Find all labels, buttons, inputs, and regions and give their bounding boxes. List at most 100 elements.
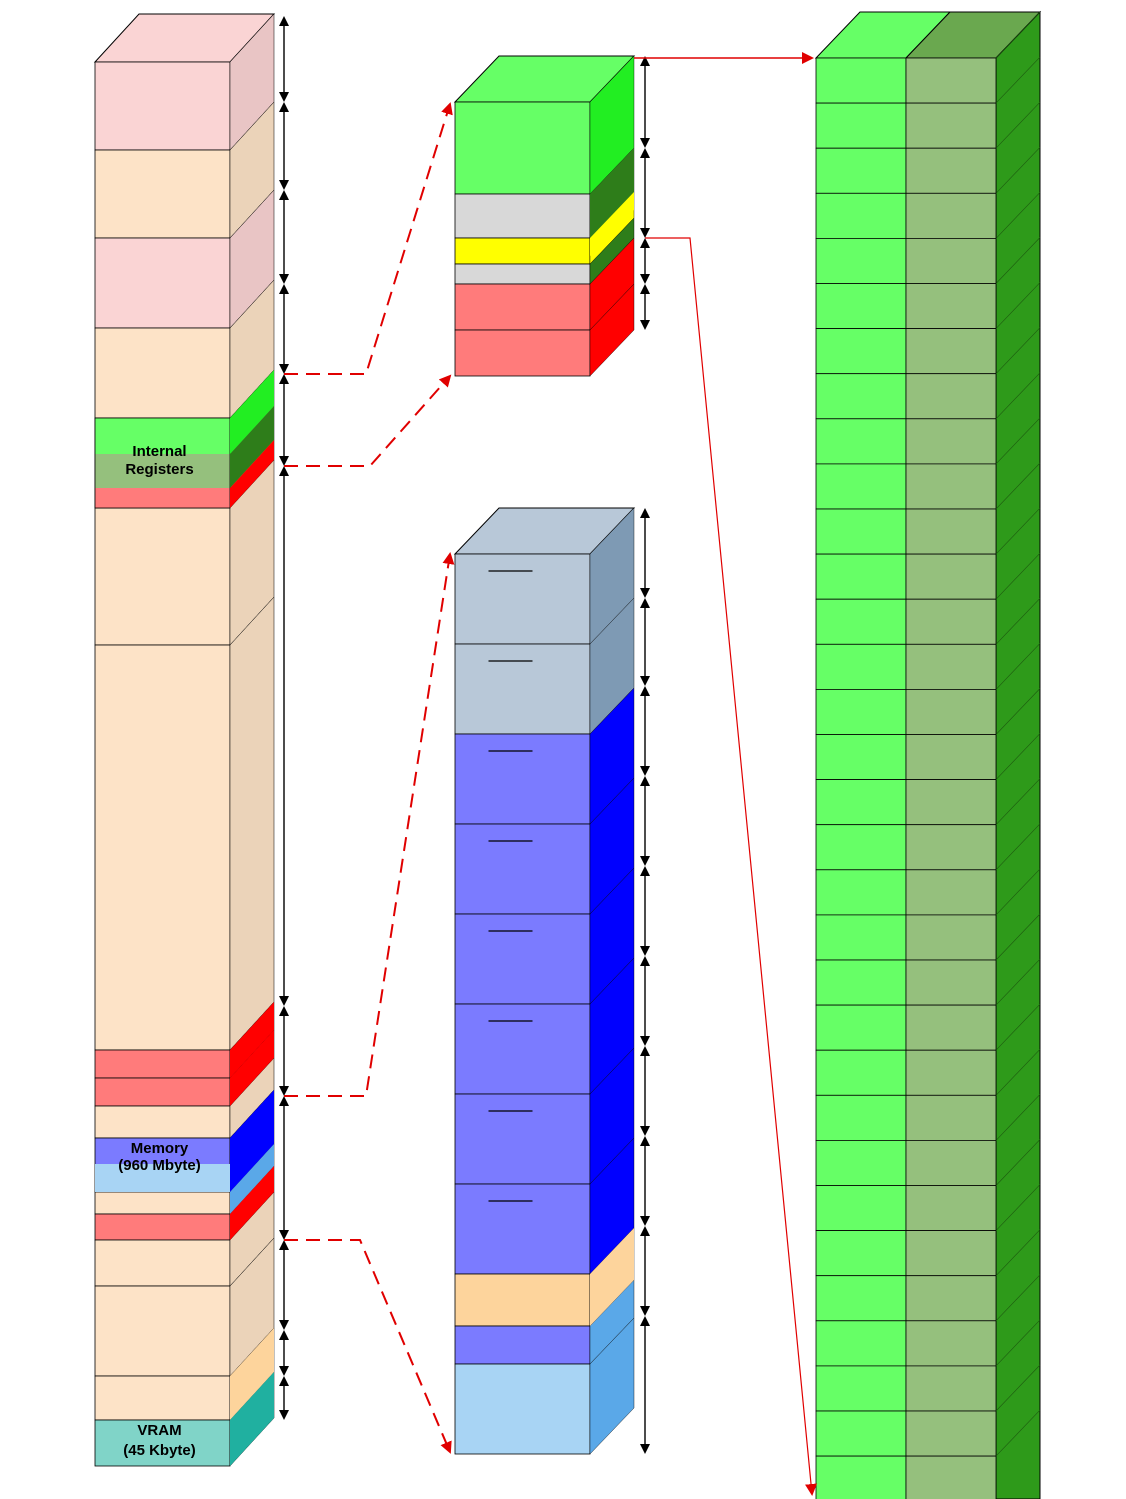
aipi2-cell (905, 1094, 997, 1141)
col2-side-yellow (590, 192, 634, 256)
aipi2-cell (905, 373, 997, 420)
col1-block (94, 1239, 231, 1287)
arrow-down-icon (279, 996, 289, 1006)
side-divider (995, 778, 1041, 825)
arrow-up-icon (279, 102, 289, 112)
side-divider (995, 56, 1041, 104)
aipi2-cell (905, 1185, 997, 1231)
aipi1-cell (815, 914, 907, 961)
arrow-down-icon (640, 1216, 650, 1226)
arrow-down-icon (640, 856, 650, 866)
col3-block (454, 1325, 591, 1365)
col1-block-label-line1: VRAM (137, 1422, 181, 1439)
side-divider (995, 868, 1041, 916)
arrow-down-icon (640, 766, 650, 776)
aipi1-cell (815, 1230, 907, 1277)
aipi1-cell (815, 598, 907, 645)
aipi2-cell (905, 508, 997, 555)
col1-block-aitc-part (95, 488, 230, 508)
col1-block-label-line2: (960 Mbyte) (118, 1157, 201, 1174)
arrow-up-icon (279, 1240, 289, 1250)
aipi2-cell (905, 959, 997, 1006)
aipi2-cell (905, 1410, 997, 1457)
aipi1-cell (815, 418, 907, 465)
aipi1-cell (815, 1365, 907, 1412)
col1-block-aipi2-part (95, 454, 230, 488)
aipi2-cell (905, 598, 997, 645)
link-memory-bottom (284, 1239, 452, 1454)
col1-block (94, 1419, 231, 1467)
col3-block (454, 1273, 591, 1327)
side-divider (995, 733, 1041, 780)
aipi1-cell (815, 824, 907, 871)
side-divider (995, 192, 1041, 239)
arrow-down-icon (279, 1366, 289, 1376)
arrow-down-icon (279, 1086, 289, 1096)
col1-block (94, 1285, 231, 1377)
col1-side-teal (230, 1372, 274, 1466)
arrow-down-icon (640, 1126, 650, 1136)
side-divider (995, 823, 1041, 871)
arrow-up-icon (279, 284, 289, 294)
arrow-up-icon (640, 1136, 650, 1146)
side-divider (995, 101, 1041, 149)
aipi2-cell (905, 283, 997, 329)
aipi2-cell (905, 102, 997, 149)
col1-side-darkgreen (230, 406, 274, 488)
aipi2-cell (905, 689, 997, 735)
side-divider (995, 1184, 1041, 1231)
arrow-down-icon (640, 1036, 650, 1046)
col1-block-lightblue (95, 1164, 230, 1192)
side-divider (995, 237, 1041, 284)
arrow-up-icon (640, 238, 650, 248)
col1-block (94, 149, 231, 239)
aipi1-cell (815, 1320, 907, 1367)
aipi2-cell (905, 418, 997, 465)
aipi1-cell (815, 373, 907, 420)
col3-block (454, 1183, 591, 1275)
arrow-up-icon (640, 56, 650, 66)
side-divider (995, 11, 1041, 59)
col3-block (454, 1093, 591, 1185)
aipi2-cell (905, 1320, 997, 1367)
col3-side-face (589, 1317, 635, 1455)
arrow-up-icon (640, 866, 650, 876)
arrow-down-icon (279, 92, 289, 102)
arrow-down-icon (279, 180, 289, 190)
col2-block (454, 329, 591, 377)
col4-side-face (995, 10, 1041, 1499)
col1-side-lightblue (230, 1144, 274, 1214)
aipi2-cell (905, 1455, 997, 1499)
arrow-down-icon (640, 1444, 650, 1454)
aipi2-cell (905, 463, 997, 510)
side-divider (995, 372, 1041, 420)
side-divider (995, 643, 1041, 690)
aipi1-cell (815, 102, 907, 149)
aipi2-cell (905, 1275, 997, 1322)
aipi1-cell (815, 283, 907, 329)
col3-block (454, 913, 591, 1005)
side-divider (995, 1094, 1041, 1141)
side-divider (995, 1274, 1041, 1322)
side-divider (995, 507, 1041, 555)
link-internal-top (284, 102, 453, 375)
col1-side-red-ata (230, 1030, 274, 1106)
arrow-down-icon (279, 456, 289, 466)
col1-block (94, 1105, 231, 1139)
arrow-up-icon (640, 508, 650, 518)
col1-block-label-line2: Registers (125, 461, 193, 478)
side-divider (995, 598, 1041, 645)
arrow-down-icon (640, 1306, 650, 1316)
aipi2-cell (905, 328, 997, 375)
arrow-up-icon (640, 1046, 650, 1056)
aipi1-cell (815, 734, 907, 780)
col1-side-red-emi (230, 1166, 274, 1240)
arrow-up-icon (279, 1096, 289, 1106)
side-divider (995, 958, 1041, 1006)
col1-side-face (229, 596, 275, 1051)
col1-side-red (230, 440, 274, 508)
side-divider (995, 1003, 1041, 1051)
aipi2-cell (905, 1004, 997, 1051)
arrow-down-icon (640, 676, 650, 686)
arrow-up-icon (640, 1316, 650, 1326)
